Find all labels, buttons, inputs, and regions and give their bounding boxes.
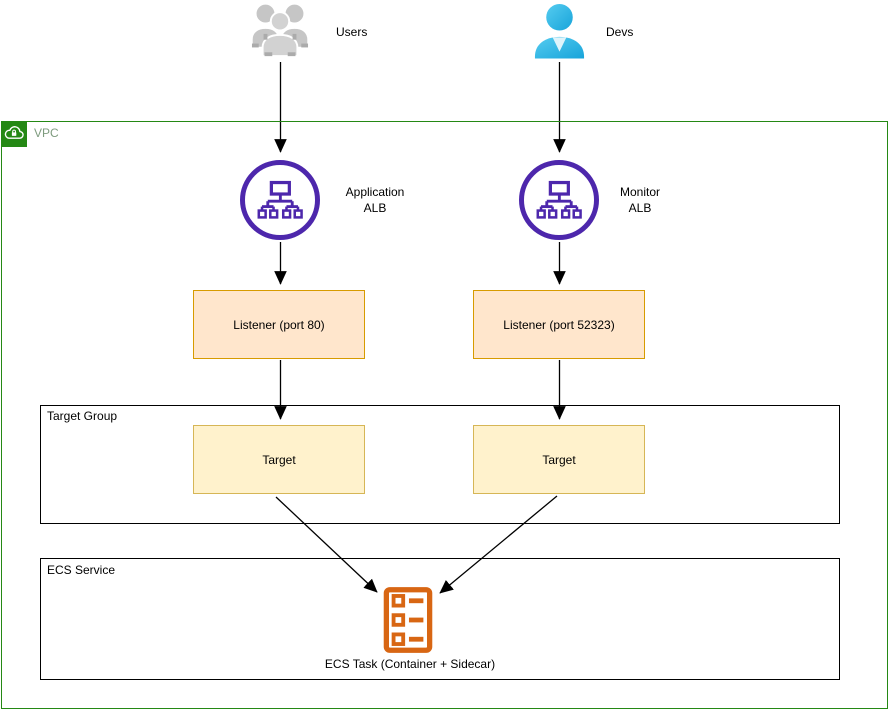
monitor-alb-icon (519, 160, 599, 240)
monitor-alb-label-line1: Monitor (619, 185, 660, 199)
listener-port-80-label: Listener (port 80) (233, 317, 325, 332)
vpc-label: VPC (34, 126, 59, 140)
target-group-label: Target Group (47, 409, 118, 423)
vpc-cloud-lock-icon (1, 121, 27, 147)
vpc-group-box (1, 121, 888, 709)
listener-port-52323-box: Listener (port 52323) (473, 290, 645, 359)
users-icon (250, 2, 310, 60)
application-alb-label: Application ALB (325, 184, 425, 216)
listener-port-80-box: Listener (port 80) (193, 290, 365, 359)
target-app-label: Target (262, 452, 296, 467)
ecs-service-label: ECS Service (47, 563, 116, 577)
ecs-task-icon (383, 586, 433, 654)
listener-port-52323-label: Listener (port 52323) (503, 317, 615, 332)
monitor-alb-label: Monitor ALB (590, 184, 690, 216)
application-alb-label-line2: ALB (363, 201, 387, 215)
ecs-service-box (40, 558, 840, 680)
target-monitor-label: Target (542, 452, 576, 467)
target-app-box: Target (193, 425, 365, 494)
application-alb-label-line1: Application (345, 185, 405, 199)
devs-icon (532, 2, 587, 60)
monitor-alb-label-line2: ALB (628, 201, 652, 215)
ecs-task-label: ECS Task (Container + Sidecar) (324, 657, 496, 671)
users-label: Users (336, 25, 368, 39)
target-group-box (40, 405, 840, 524)
target-monitor-box: Target (473, 425, 645, 494)
application-alb-icon (240, 160, 320, 240)
devs-label: Devs (606, 25, 634, 39)
